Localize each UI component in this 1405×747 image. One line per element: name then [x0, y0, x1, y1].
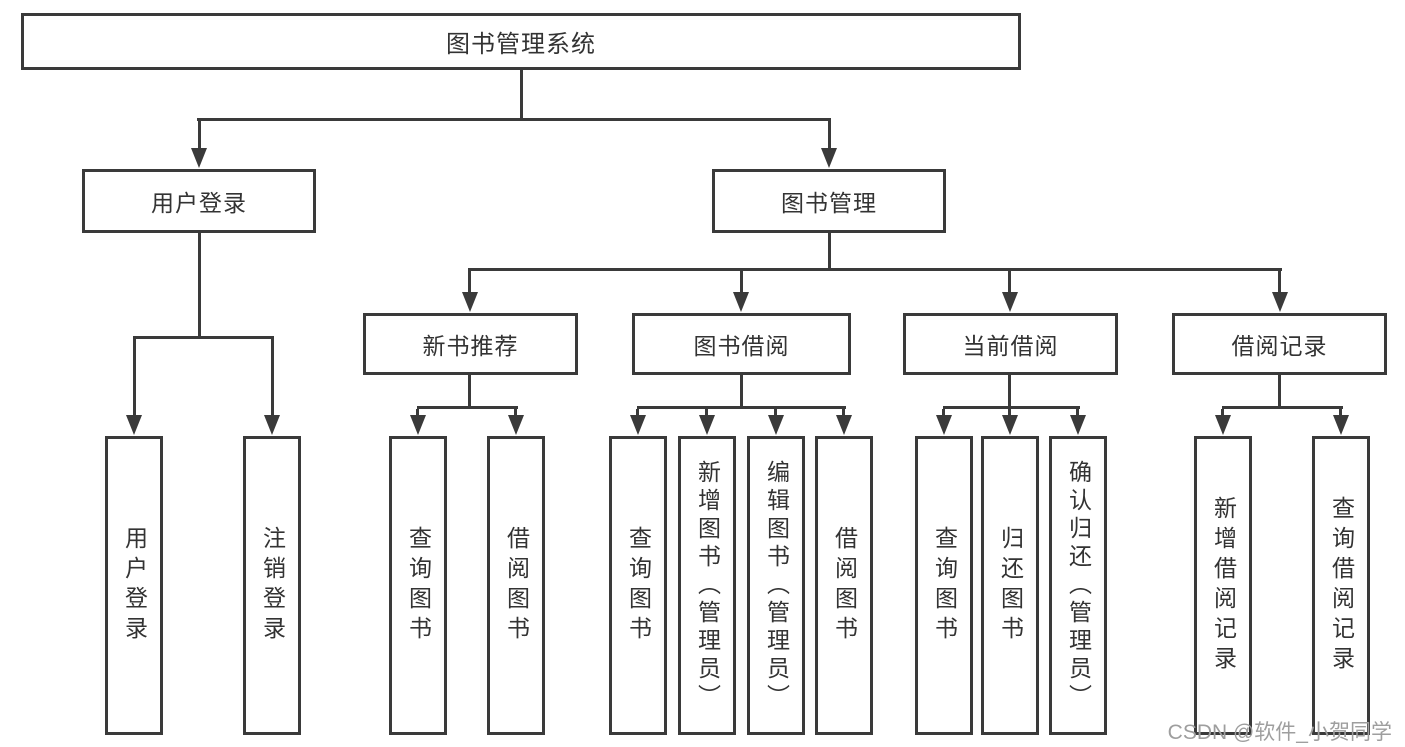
connector-stub-records: [1278, 268, 1281, 294]
node-book-borrow: 图书借阅: [632, 313, 851, 375]
arrowhead-icon: [462, 292, 478, 312]
leaf-user-login: 用户登录: [105, 436, 163, 735]
leaf-records-query-label: 查询借阅记录: [1328, 495, 1355, 676]
connector-stub-user-login: [198, 121, 201, 149]
arrowhead-icon: [768, 415, 784, 435]
connector-stub-current: [1008, 268, 1011, 294]
connector-root-vline: [520, 69, 523, 120]
connector-stub: [1339, 409, 1342, 417]
arrowhead-icon: [699, 415, 715, 435]
node-current-borrow-label: 当前借阅: [962, 333, 1059, 359]
leaf-current-confirm-admin-label: 确认归还（管理员）: [1065, 459, 1092, 712]
arrowhead-icon: [821, 148, 837, 168]
connector-borrow-vline: [740, 375, 743, 408]
leaf-records-add: 新增借阅记录: [1194, 436, 1252, 735]
arrowhead-icon: [733, 292, 749, 312]
connector-stub: [514, 409, 517, 417]
connector-stub: [705, 409, 708, 417]
connector-stub-borrow: [740, 268, 743, 294]
connector-user-login-hline: [133, 336, 274, 339]
leaf-borrow-add-admin: 新增图书（管理员）: [678, 436, 736, 735]
connector-book-management-hline: [469, 268, 1282, 271]
node-root: 图书管理系统: [21, 13, 1021, 70]
leaf-current-return: 归还图书: [981, 436, 1039, 735]
connector-current-hline: [943, 406, 1080, 409]
connector-borrow-hline: [637, 406, 846, 409]
connector-stub: [942, 409, 945, 417]
arrowhead-icon: [1272, 292, 1288, 312]
connector-stub: [1221, 409, 1224, 417]
arrowhead-icon: [936, 415, 952, 435]
connector-stub-new-book: [468, 268, 471, 294]
connector-root-hline: [197, 118, 831, 121]
connector-stub: [774, 409, 777, 417]
arrowhead-icon: [1002, 292, 1018, 312]
node-user-login: 用户登录: [82, 169, 316, 233]
connector-user-login-vline: [198, 233, 201, 338]
arrowhead-icon: [126, 415, 142, 435]
connector-new-book-hline: [417, 406, 518, 409]
connector-stub-leaf-login: [133, 339, 136, 416]
leaf-current-confirm-admin: 确认归还（管理员）: [1049, 436, 1107, 735]
connector-stub-leaf-logout: [271, 339, 274, 416]
leaf-borrow-add-admin-label: 新增图书（管理员）: [694, 459, 721, 712]
connector-stub: [1076, 409, 1079, 417]
connector-stub: [842, 409, 845, 417]
arrowhead-icon: [630, 415, 646, 435]
connector-records-hline: [1222, 406, 1343, 409]
connector-book-management-vline: [828, 233, 831, 270]
arrowhead-icon: [508, 415, 524, 435]
leaf-logout-label: 注销登录: [259, 525, 286, 646]
leaf-new-book-query: 查询图书: [389, 436, 447, 735]
leaf-borrow-book-label: 借阅图书: [831, 525, 858, 646]
node-user-login-label: 用户登录: [151, 190, 247, 216]
connector-stub: [416, 409, 419, 417]
node-borrow-records-label: 借阅记录: [1231, 333, 1328, 359]
leaf-borrow-query: 查询图书: [609, 436, 667, 735]
leaf-borrow-book: 借阅图书: [815, 436, 873, 735]
csdn-watermark: CSDN @软件_小贺同学: [1167, 721, 1392, 744]
arrowhead-icon: [1333, 415, 1349, 435]
leaf-records-add-label: 新增借阅记录: [1210, 495, 1237, 676]
arrowhead-icon: [264, 415, 280, 435]
leaf-borrow-edit-admin-label: 编辑图书（管理员）: [763, 459, 790, 712]
leaf-borrow-edit-admin: 编辑图书（管理员）: [747, 436, 805, 735]
node-new-book-recommend-label: 新书推荐: [422, 333, 519, 359]
arrowhead-icon: [1070, 415, 1086, 435]
leaf-current-query: 查询图书: [915, 436, 973, 735]
leaf-current-query-label: 查询图书: [931, 525, 958, 646]
arrowhead-icon: [1215, 415, 1231, 435]
leaf-logout: 注销登录: [243, 436, 301, 735]
node-current-borrow: 当前借阅: [903, 313, 1118, 375]
leaf-current-return-label: 归还图书: [997, 525, 1024, 646]
node-book-management-label: 图书管理: [781, 190, 877, 216]
leaf-new-book-query-label: 查询图书: [405, 525, 432, 646]
arrowhead-icon: [836, 415, 852, 435]
connector-stub: [636, 409, 639, 417]
node-book-management: 图书管理: [712, 169, 946, 233]
node-borrow-records: 借阅记录: [1172, 313, 1387, 375]
node-book-borrow-label: 图书借阅: [693, 333, 790, 359]
arrowhead-icon: [191, 148, 207, 168]
node-new-book-recommend: 新书推荐: [363, 313, 578, 375]
leaf-user-login-label: 用户登录: [121, 525, 148, 646]
leaf-new-book-borrow-label: 借阅图书: [503, 525, 530, 646]
leaf-new-book-borrow: 借阅图书: [487, 436, 545, 735]
node-root-label: 图书管理系统: [446, 31, 596, 58]
connector-records-vline: [1278, 375, 1281, 408]
leaf-borrow-query-label: 查询图书: [625, 525, 652, 646]
connector-current-vline: [1008, 375, 1011, 408]
arrowhead-icon: [410, 415, 426, 435]
arrowhead-icon: [1002, 415, 1018, 435]
connector-stub: [1008, 409, 1011, 417]
leaf-records-query: 查询借阅记录: [1312, 436, 1370, 735]
connector-stub-book-management: [828, 121, 831, 149]
connector-new-book-vline: [468, 375, 471, 408]
